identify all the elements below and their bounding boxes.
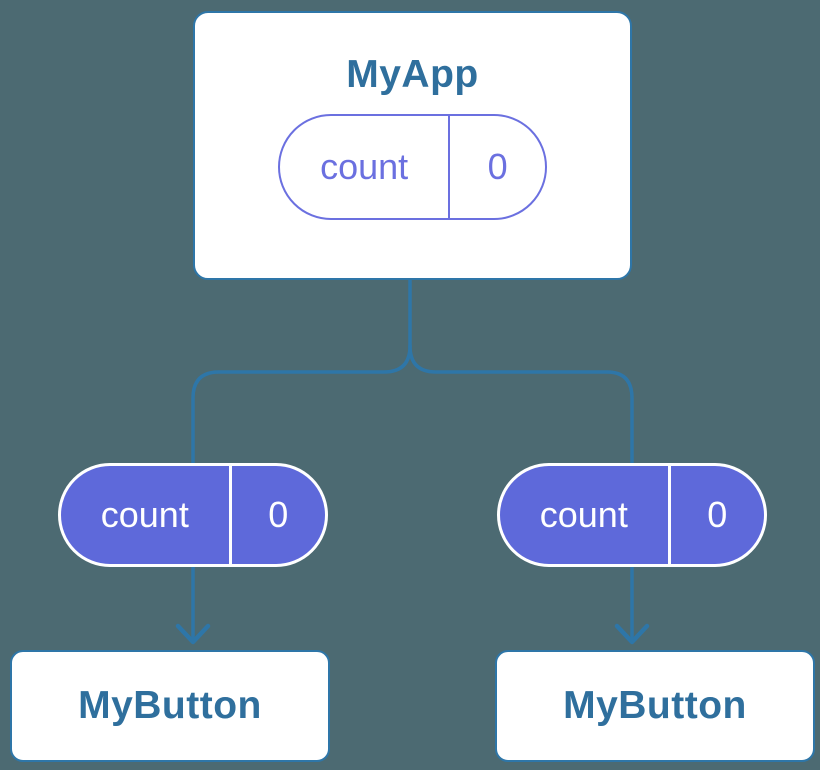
branch-right-line [408,344,634,643]
node-mybutton-left: MyButton [10,650,330,762]
state-pill-myapp: count 0 [278,114,547,220]
prop-pill-right-value: 0 [707,494,728,535]
state-pill-name: count [280,116,451,218]
node-mybutton-left-title: MyButton [78,684,262,727]
prop-pill-right: count 0 [497,463,767,567]
node-mybutton-right: MyButton [495,650,815,762]
branch-left-line [191,344,412,643]
state-pill-value: 0 [487,146,508,187]
prop-pill-left-value: 0 [268,494,289,535]
prop-pill-left: count 0 [58,463,328,567]
node-myapp-title: MyApp [346,53,479,96]
arrowhead-right-icon [614,623,650,645]
arrowhead-left-icon [175,623,211,645]
node-myapp: MyApp count 0 [193,11,632,280]
prop-pill-right-name: count [500,466,671,564]
prop-pill-left-name: count [61,466,232,564]
node-mybutton-right-title: MyButton [563,684,747,727]
